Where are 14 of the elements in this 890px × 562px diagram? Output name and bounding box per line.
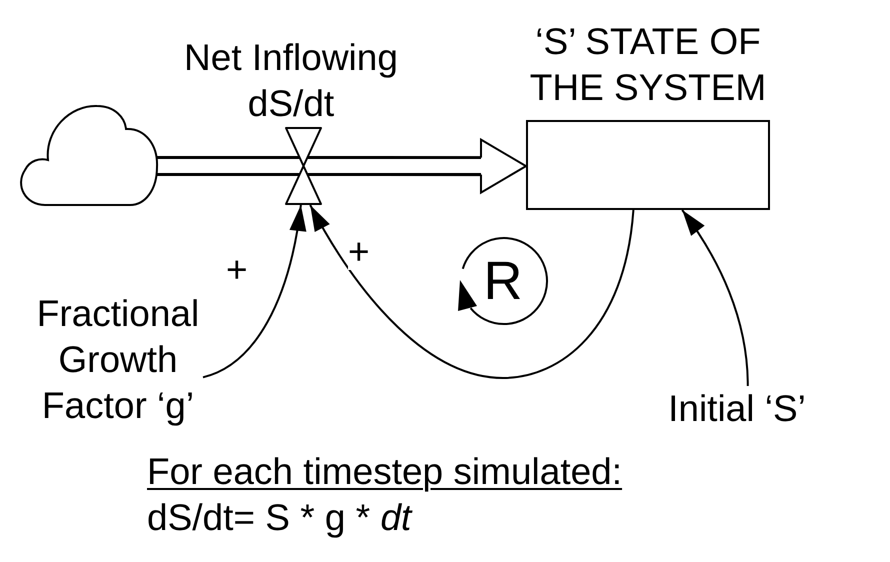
stock-title: ‘S’ STATE OF THE SYSTEM <box>528 20 768 110</box>
flow-pipe <box>308 138 527 194</box>
variable-label: Fractional Growth Factor ‘g’ <box>33 291 203 429</box>
cloud-shape <box>19 104 160 207</box>
flow-pipe <box>157 156 300 176</box>
formula-text: dS/dt= S * g *dt <box>147 496 412 540</box>
variable-label: Initial ‘S’ <box>660 386 814 432</box>
link-arrow <box>309 204 634 379</box>
link-arrow <box>681 209 749 386</box>
flow-label: Net Inflowing dS/dt <box>183 36 399 126</box>
link-arrow <box>202 204 306 378</box>
note-heading: For each timestep simulated: <box>147 450 622 494</box>
loop-label: R <box>484 254 522 308</box>
valve-symbol <box>285 127 322 205</box>
